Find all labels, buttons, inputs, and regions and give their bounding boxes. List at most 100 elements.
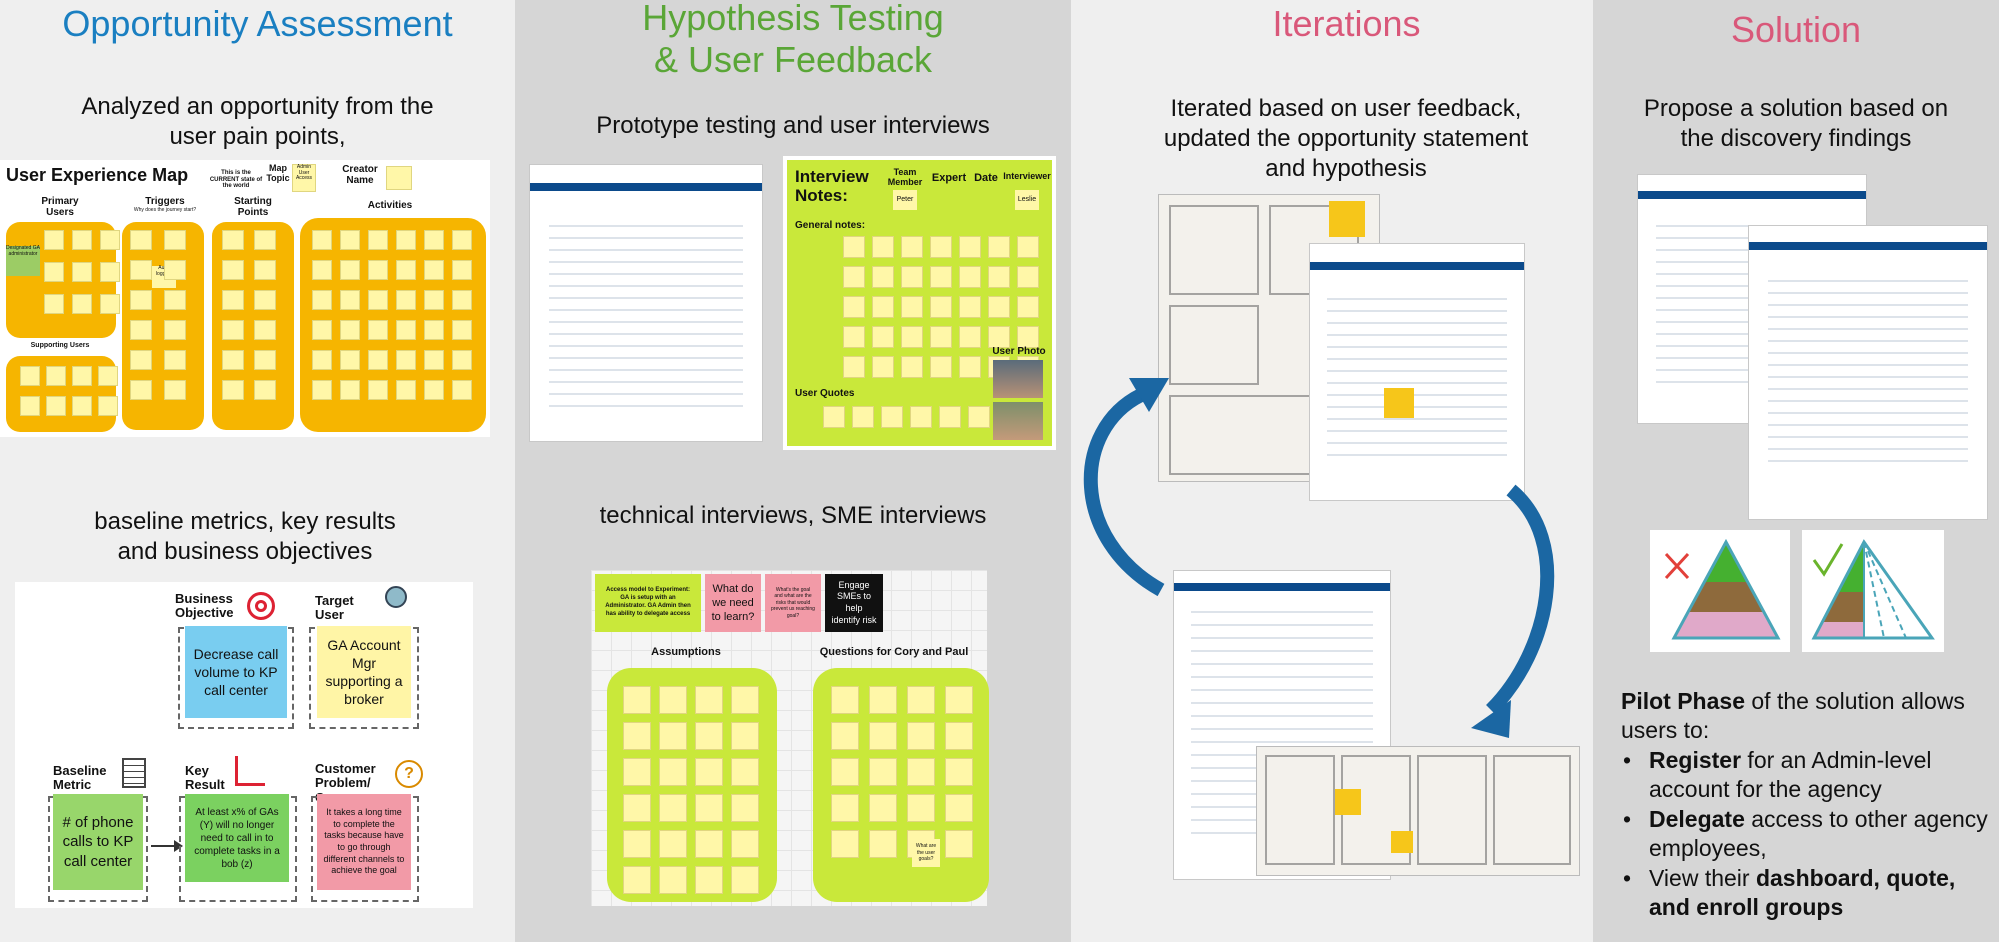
sticky-note <box>1017 266 1039 288</box>
pilot-phase-description: Pilot Phase of the solution allows users… <box>1621 687 1991 923</box>
pilot-lead-rest: of the solution allows users to: <box>1621 688 1965 744</box>
metrics-board: Business Objective Target User Decrease … <box>15 582 473 908</box>
sticky-note <box>731 794 759 822</box>
creator-sticky <box>386 166 412 190</box>
user-photo-label: User Photo <box>992 346 1046 357</box>
panel-subtitle: Iterated based on user feedback, updated… <box>1163 95 1529 182</box>
pilot-bullets: Register for an Admin-level account for … <box>1621 746 1991 923</box>
sticky-note <box>872 296 894 318</box>
user-goals-sticky: What are the user goals? <box>912 839 940 867</box>
wire-row <box>548 345 744 347</box>
user-photo-1 <box>993 360 1043 398</box>
interviewer-label: Interviewer <box>1003 171 1051 181</box>
lane-triggers: Triggers <box>145 196 185 207</box>
sticky-note <box>659 758 687 786</box>
sticky-note <box>164 320 186 340</box>
sticky-note <box>452 230 472 250</box>
sticky-note <box>988 236 1010 258</box>
wire-row <box>1768 364 1968 366</box>
sticky-note <box>20 366 40 386</box>
sticky-note <box>312 290 332 310</box>
sticky-note <box>368 260 388 280</box>
wire-row <box>1327 454 1507 456</box>
sticky-note <box>1017 326 1039 348</box>
wire-row <box>1768 376 1968 378</box>
user-quotes-label: User Quotes <box>795 388 855 399</box>
user-photo-2 <box>993 402 1043 440</box>
wire-row <box>1768 340 1968 342</box>
delegate-bold: Delegate <box>1649 805 1745 832</box>
iteration-arrows <box>1083 378 1555 738</box>
sticky-note <box>695 722 723 750</box>
sticky-note <box>910 406 932 428</box>
wire-row <box>1768 388 1968 390</box>
sticky-note <box>312 350 332 370</box>
wire-row <box>1191 650 1373 652</box>
sticky-note <box>72 396 92 416</box>
sticky-note <box>164 230 186 250</box>
key-result-label: Key Result <box>185 763 225 793</box>
wire-row <box>1191 611 1373 613</box>
view-bold: dashboard, quote, and enroll groups <box>1649 864 1956 921</box>
sticky-note <box>945 758 973 786</box>
sticky-note <box>424 290 444 310</box>
sticky-note <box>20 396 40 416</box>
delegate-rest: access to other agency employees, <box>1649 805 1988 862</box>
sticky-note <box>907 686 935 714</box>
panel-title: Opportunity Assessment <box>62 3 453 44</box>
wire-row <box>1768 436 1968 438</box>
sticky-note <box>100 230 120 250</box>
sticky-note <box>901 326 923 348</box>
prototype-screen <box>529 164 763 442</box>
sticky-note <box>222 350 244 370</box>
wire-row <box>1327 370 1507 372</box>
map-current-note: This is the CURRENT state of the world <box>209 170 263 190</box>
register-bold: Register <box>1649 746 1742 773</box>
wire-row <box>1327 322 1507 324</box>
panel-subtitle: Analyzed an opportunity from the user pa… <box>81 93 434 150</box>
sticky-note <box>831 722 859 750</box>
sticky-note <box>623 830 651 858</box>
panel-subtitle: Prototype testing and user interviews <box>596 112 990 139</box>
pyramid-after <box>1802 530 1944 652</box>
sticky-note <box>930 266 952 288</box>
sticky-note <box>254 230 276 250</box>
sticky-note <box>945 830 973 858</box>
sticky-note <box>731 758 759 786</box>
sticky-note <box>254 320 276 340</box>
pilot-lead-bold: Pilot Phase <box>1621 688 1745 714</box>
sticky-note <box>959 326 981 348</box>
wire-row <box>548 273 744 275</box>
wire-row <box>1327 394 1507 396</box>
sticky-note <box>222 380 244 400</box>
sticky-note <box>44 262 64 282</box>
sticky-note <box>368 320 388 340</box>
wire-row <box>548 369 744 371</box>
sticky-note <box>731 866 759 894</box>
sketch-2-sticky-b <box>1391 831 1413 853</box>
sticky-note <box>869 830 897 858</box>
baseline-metric-label: Baseline Metric <box>53 763 107 793</box>
sticky-note <box>424 380 444 400</box>
panel-title: Iterations <box>1272 3 1421 44</box>
sticky-note <box>731 686 759 714</box>
map-topic-sticky: Admin User Access <box>292 164 316 192</box>
map-creator-label: Creator Name <box>342 164 378 186</box>
sticky-note <box>340 320 360 340</box>
wire-row <box>548 333 744 335</box>
sticky-note <box>340 230 360 250</box>
sticky-note <box>852 406 874 428</box>
pyramid-before-svg <box>1664 538 1781 640</box>
lane-activities: Activities <box>367 200 413 211</box>
sticky-note <box>901 356 923 378</box>
wire-row <box>1768 280 1968 282</box>
sticky-note <box>823 406 845 428</box>
engage-smes-sticky: Engage SMEs to help identify risk <box>825 574 883 632</box>
wire-row <box>1768 292 1968 294</box>
sticky-note <box>843 236 865 258</box>
arrow-head-icon <box>174 840 183 852</box>
sticky-note <box>396 260 416 280</box>
expert-label: Expert <box>931 172 967 184</box>
sticky-note <box>901 236 923 258</box>
pilot-lead: Pilot Phase of the solution allows users… <box>1621 687 1991 746</box>
